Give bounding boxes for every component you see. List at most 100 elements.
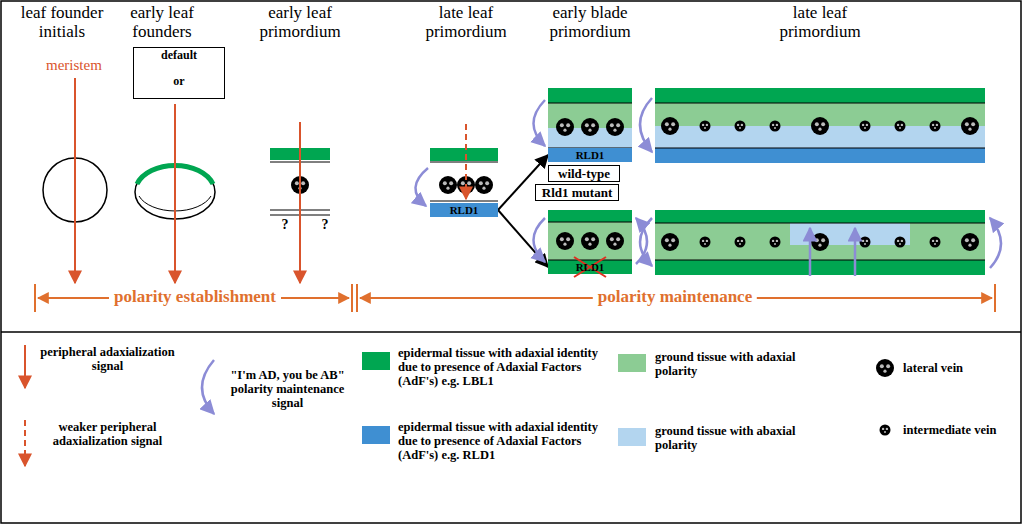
- vein-symbol: [880, 425, 891, 436]
- node-text: default: [134, 49, 224, 62]
- vein-symbol: [485, 181, 489, 185]
- legend-swatch: [618, 428, 646, 446]
- maintenance-signal: [640, 218, 652, 266]
- vein-symbol: [965, 122, 969, 126]
- legend-swatch: [362, 352, 390, 370]
- mutant-blade: [574, 257, 606, 277]
- maintenance-signal: [990, 218, 1001, 268]
- vein-symbol: [815, 238, 819, 242]
- column-heading: early blade primordium: [540, 3, 640, 41]
- column-heading: leaf founder initials: [12, 3, 112, 41]
- mutant-blade: [548, 222, 632, 223]
- vein-symbol: [968, 244, 971, 247]
- vein-symbol: [774, 243, 776, 245]
- vein-symbol: [884, 431, 886, 433]
- vein-symbol: [815, 122, 819, 126]
- vein-symbol: [665, 238, 669, 242]
- vein-symbol: [811, 233, 829, 251]
- vein-symbol: [606, 232, 624, 250]
- vein-symbol: [581, 118, 599, 136]
- adaxialization-signal: [299, 122, 301, 283]
- vein-symbol: [613, 243, 616, 246]
- epidermis-band: RLD1: [430, 203, 498, 217]
- vein-symbol: [741, 124, 743, 126]
- vein-symbol: [895, 121, 906, 132]
- option-box: defaultor: [133, 47, 225, 99]
- vein-symbol: [770, 121, 781, 132]
- polarity-bar: [994, 284, 996, 312]
- vein-symbol: [811, 117, 829, 135]
- vein-symbol: [702, 124, 704, 126]
- vein-symbol: [971, 122, 975, 126]
- vein-symbol: [671, 238, 675, 242]
- vein-symbol: [467, 181, 471, 185]
- vein-symbol: [591, 123, 595, 127]
- mutant-late-leaf: [655, 223, 985, 224]
- maintenance-signal: [534, 218, 546, 262]
- wild-type-late-leaf: [655, 103, 985, 104]
- adaxialization-signal: [465, 124, 467, 199]
- vein-symbol: [449, 181, 453, 185]
- vein-symbol: [475, 176, 493, 194]
- late-primordium: [430, 148, 498, 161]
- vein-symbol: [739, 127, 741, 129]
- late-primordium: [430, 162, 498, 163]
- vein-symbol: [936, 124, 938, 126]
- vein-symbol: [700, 237, 711, 248]
- vein-symbol: [295, 181, 299, 185]
- vein-symbol: [556, 232, 574, 250]
- vein-symbol: [479, 181, 483, 185]
- wild-type-blade: [548, 88, 632, 103]
- vein-symbol: [886, 364, 890, 368]
- wild-type-late-leaf: [655, 148, 985, 163]
- legend-swatch: [362, 426, 390, 444]
- vein-symbol: [776, 124, 778, 126]
- vein-symbol: [585, 237, 589, 241]
- legend-text: ground tissue with abaxial polarity: [655, 424, 805, 452]
- vein-symbol: [883, 370, 886, 373]
- vein-symbol: [588, 243, 591, 246]
- adaxialization-signal: [25, 78, 466, 466]
- maintenance-signal: [809, 228, 812, 276]
- vein-symbol: [772, 240, 774, 242]
- late-primordium: [430, 148, 498, 201]
- node-text: RLD1: [576, 261, 605, 274]
- vein-symbol: [704, 243, 706, 245]
- unknown-mark: ?: [276, 217, 294, 233]
- vein-symbol: [934, 127, 936, 129]
- vein-symbol: [770, 237, 781, 248]
- vein-symbol: [821, 122, 825, 126]
- vein-symbol: [932, 124, 934, 126]
- column-heading: late leaf primordium: [760, 3, 880, 41]
- vein-symbol: [588, 129, 591, 132]
- frame: [1, 331, 1021, 333]
- vein-symbol: [880, 364, 884, 368]
- vein-symbol: [668, 128, 671, 131]
- maintenance-signal: [202, 98, 1001, 414]
- vein-symbol: [702, 240, 704, 242]
- vein-symbol: [860, 237, 871, 248]
- vein-symbol: [899, 243, 901, 245]
- vein-symbol: [556, 232, 574, 250]
- wild-type-late-leaf: [655, 88, 985, 103]
- vein-symbol: [606, 232, 624, 250]
- vein-symbol: [965, 238, 969, 242]
- epidermis-band: RLD1: [548, 148, 632, 162]
- vein-symbol: [700, 121, 711, 132]
- vein-symbol: [616, 123, 620, 127]
- vein-symbol: [876, 359, 894, 377]
- mutant-blade: [548, 260, 632, 261]
- vein-symbol: [901, 124, 903, 126]
- vein-symbol: [661, 233, 679, 251]
- vein-symbol: [661, 233, 679, 251]
- legend-text: weaker peripheral adaxialization signal: [40, 420, 175, 448]
- phase-label: polarity maintenance: [593, 287, 757, 307]
- vein-symbol: [886, 428, 888, 430]
- vein-symbol: [821, 238, 825, 242]
- vein-symbol: [774, 127, 776, 129]
- vein-symbol: [581, 118, 599, 136]
- vein-symbol: [606, 118, 624, 136]
